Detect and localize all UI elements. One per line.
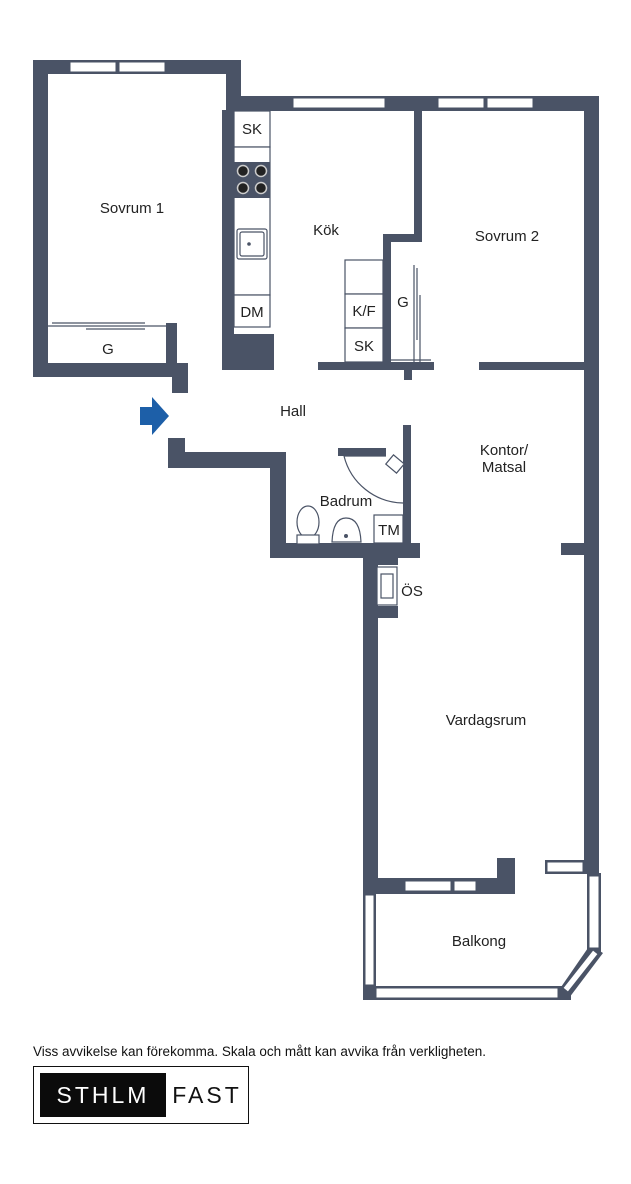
entrance-arrow-icon	[140, 397, 169, 435]
fireplace	[376, 566, 398, 606]
fixture-label-g-sovrum1: G	[102, 341, 114, 358]
fixture-label-dm: DM	[240, 304, 263, 321]
logo-left-text: STHLM	[40, 1073, 166, 1117]
windows	[69, 61, 600, 999]
sovrum2-wardrobe	[391, 265, 431, 362]
fixture-label-tm: TM	[378, 522, 400, 539]
room-label-badrum: Badrum	[320, 493, 373, 510]
fixture-label-g-sovrum2: G	[397, 294, 409, 311]
sthlm-fast-logo: STHLM FAST	[33, 1066, 249, 1124]
room-label-kok: Kök	[313, 222, 339, 239]
fixture-label-sk-top: SK	[242, 121, 262, 138]
room-label-vardagsrum: Vardagsrum	[446, 712, 527, 729]
logo-right-text: FAST	[172, 1081, 242, 1108]
room-label-kontor-line1: Kontor/	[480, 442, 529, 459]
room-label-sovrum2: Sovrum 2	[475, 228, 539, 245]
fixture-label-os: ÖS	[401, 582, 423, 600]
room-label-kontor-line2: Matsal	[482, 459, 526, 476]
room-label-hall: Hall	[280, 403, 306, 420]
disclaimer-text: Viss avvikelse kan förekomma. Skala och …	[33, 1044, 486, 1059]
bathroom-fixtures	[296, 454, 406, 545]
room-label-balkong: Balkong	[452, 933, 506, 950]
sovrum1-wardrobe	[48, 322, 166, 330]
kitchen-counter	[233, 110, 271, 328]
fridge-unit	[344, 259, 384, 363]
fixture-label-kf: K/F	[352, 303, 375, 320]
fixture-label-sk-bottom: SK	[354, 338, 374, 355]
room-label-sovrum1: Sovrum 1	[100, 200, 164, 217]
